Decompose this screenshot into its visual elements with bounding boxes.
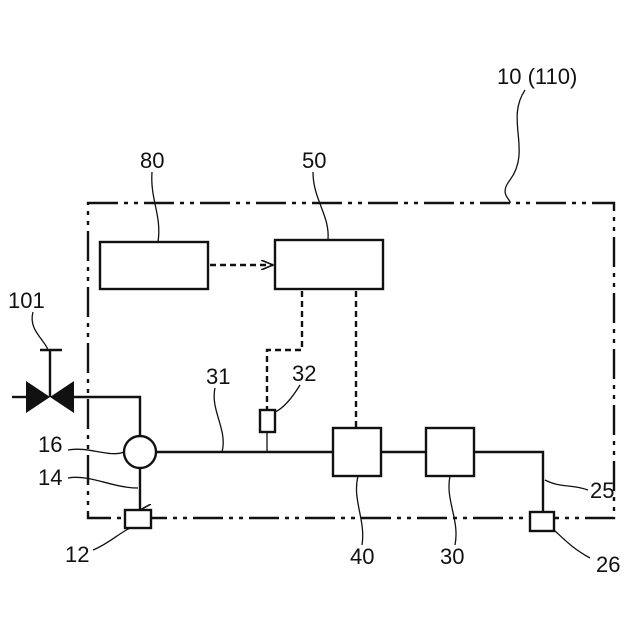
leader-16 xyxy=(68,449,124,454)
label-32: 32 xyxy=(292,361,316,386)
leader-25 xyxy=(545,480,588,490)
label-31: 31 xyxy=(206,364,230,389)
leader-14 xyxy=(68,477,138,488)
leader-101 xyxy=(32,312,48,350)
label-26: 26 xyxy=(596,552,620,577)
label-16: 16 xyxy=(38,432,62,457)
label-12: 12 xyxy=(65,542,89,567)
leader-30 xyxy=(449,476,456,545)
leader-12 xyxy=(93,528,130,550)
leader-50 xyxy=(313,172,328,240)
label-25: 25 xyxy=(590,478,614,503)
inlet-pipe xyxy=(74,397,140,436)
unit-40-box xyxy=(333,428,381,476)
leader-80 xyxy=(152,172,159,242)
unit-50-box xyxy=(275,240,383,289)
leader-31 xyxy=(214,388,223,452)
label-40: 40 xyxy=(350,544,374,569)
valve-101 xyxy=(12,350,74,413)
label-14: 14 xyxy=(38,465,62,490)
signal-50-to-32 xyxy=(267,291,302,410)
pipe-25 xyxy=(474,452,543,517)
label-101: 101 xyxy=(8,288,45,313)
leader-40 xyxy=(356,476,362,545)
leader-housing xyxy=(505,90,525,203)
port-12 xyxy=(125,510,151,528)
junction-16 xyxy=(124,436,156,468)
unit-80-box xyxy=(100,242,208,289)
label-50: 50 xyxy=(302,148,326,173)
leader-26 xyxy=(554,530,590,558)
label-30: 30 xyxy=(440,544,464,569)
unit-30-box xyxy=(426,428,474,476)
port-26 xyxy=(530,512,554,531)
leader-32 xyxy=(275,385,300,412)
sensor-32 xyxy=(260,410,275,432)
label-housing: 10 (110) xyxy=(497,64,577,89)
label-80: 80 xyxy=(140,148,164,173)
